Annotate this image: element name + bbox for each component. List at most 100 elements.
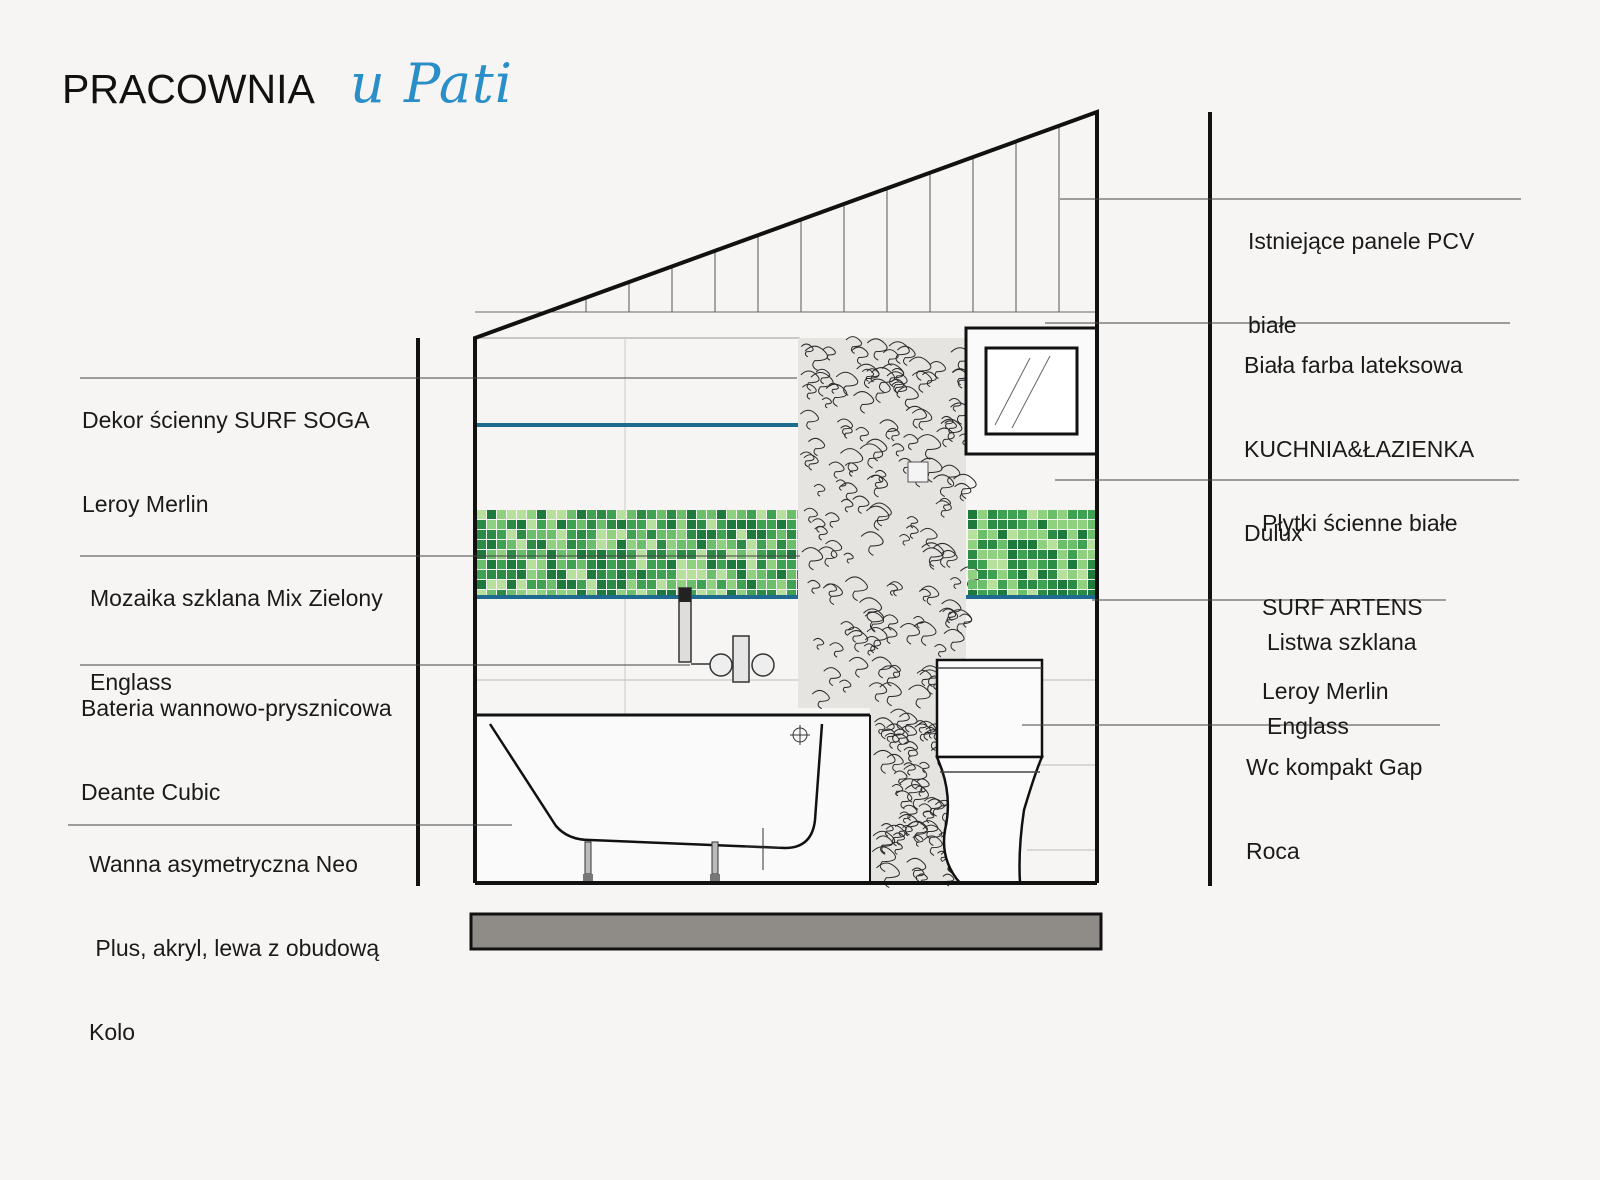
label-decor-line1: Dekor ścienny SURF SOGA: [82, 407, 370, 433]
mosaic-tile: [767, 560, 776, 569]
mosaic-tile: [647, 570, 656, 579]
decor-swirl: [899, 623, 921, 645]
decor-swirl: [920, 527, 938, 547]
decor-swirl: [905, 525, 919, 540]
mosaic-tile: [978, 590, 987, 599]
decor-swirl: [859, 597, 882, 622]
decor-swirl: [889, 664, 901, 678]
decor-swirl: [893, 770, 908, 786]
mosaic-tile: [617, 550, 626, 559]
decor-swirl: [855, 427, 870, 442]
mosaic-tile: [567, 570, 576, 579]
mosaic-tile: [1008, 570, 1017, 579]
decor-swirl: [863, 608, 885, 632]
mosaic-tile: [727, 560, 736, 569]
mosaic-tile: [1008, 530, 1017, 539]
mosaic-tile: [717, 530, 726, 539]
mosaic-tile: [747, 590, 756, 599]
decor-swirl: [847, 630, 869, 653]
mosaic-tile: [978, 510, 987, 519]
mosaic-tile: [797, 540, 798, 549]
mosaic-tile: [1058, 580, 1067, 589]
mosaic-tile: [517, 590, 526, 599]
decor-swirl: [891, 733, 909, 752]
mosaic-tile: [747, 520, 756, 529]
decor-swirl: [940, 418, 963, 443]
mosaic-tile: [717, 520, 726, 529]
mosaic-tile: [487, 590, 496, 599]
mosaic-tile: [1058, 590, 1067, 599]
decor-swirl: [804, 345, 828, 371]
mosaic-tile: [517, 560, 526, 569]
mosaic-tile: [647, 560, 656, 569]
mosaic-tile: [497, 540, 506, 549]
mosaic-tile: [787, 510, 796, 519]
mosaic-tile: [1088, 550, 1096, 559]
mosaic-tile: [487, 580, 496, 589]
mosaic-tile: [677, 570, 686, 579]
decor-swirl: [886, 753, 904, 773]
mosaic-tile: [727, 520, 736, 529]
mosaic-tiles: [477, 510, 798, 599]
decor-swirl: [919, 761, 930, 773]
mosaic-tile: [647, 550, 656, 559]
decor-swirl: [899, 811, 911, 824]
mosaic-tile: [757, 550, 766, 559]
mosaic-tile: [517, 520, 526, 529]
mosaic-tile: [587, 570, 596, 579]
decor-swirl: [840, 425, 853, 439]
decor-swirl: [869, 502, 892, 527]
mosaic-tile: [597, 550, 606, 559]
label-tiles-line2: SURF ARTENS: [1262, 594, 1423, 620]
mosaic-tile: [978, 520, 987, 529]
mosaic-tile: [1018, 530, 1027, 539]
decor-swirl: [822, 583, 843, 606]
mosaic-tile: [1068, 530, 1077, 539]
mosaic-tile: [737, 510, 746, 519]
mosaic-tile: [1008, 580, 1017, 589]
mosaic-tile: [477, 510, 486, 519]
mosaic-tile: [1008, 550, 1017, 559]
mosaic-tile: [737, 520, 746, 529]
mosaic-tile: [597, 530, 606, 539]
mosaic-tile: [637, 510, 646, 519]
decor-swirl: [800, 409, 819, 431]
mosaic-tile: [537, 570, 546, 579]
decor-swirl: [898, 386, 919, 409]
decor-swirl: [874, 717, 895, 740]
bathtub-leg: [711, 841, 719, 875]
mosaic-tile: [677, 530, 686, 539]
mosaic-tile: [667, 520, 676, 529]
mosaic-tile: [747, 540, 756, 549]
mosaic-tile: [767, 510, 776, 519]
mosaic-tile: [617, 530, 626, 539]
mosaic-tile: [737, 570, 746, 579]
decor-swirl: [875, 835, 893, 854]
mosaic-tile: [988, 540, 997, 549]
mosaic-tile: [657, 510, 666, 519]
mosaic-tile: [1058, 550, 1067, 559]
wc-cistern: [935, 658, 1044, 759]
mosaic-tile: [777, 540, 786, 549]
mosaic-tile: [537, 530, 546, 539]
mosaic-tile: [477, 530, 486, 539]
decor-swirl: [918, 588, 931, 602]
mosaic-tile: [637, 570, 646, 579]
mosaic-tile: [557, 550, 566, 559]
page-title: PRACOWNIA: [62, 66, 315, 112]
mosaic-tile: [1048, 510, 1057, 519]
mosaic-tile: [537, 510, 546, 519]
decor-swirl: [823, 667, 841, 687]
decor-swirl: [879, 419, 899, 440]
mosaic-tile: [547, 540, 556, 549]
mosaic-tile: [717, 580, 726, 589]
label-paint-line1: Biała farba lateksowa: [1244, 352, 1463, 378]
mosaic-tile: [757, 540, 766, 549]
mosaic-tile: [998, 510, 1007, 519]
label-tiles-line1: Płytki ścienne białe: [1262, 510, 1458, 536]
label-tiles: Płytki ścienne białe SURF ARTENS Leroy M…: [1262, 453, 1458, 761]
mosaic-tile: [667, 530, 676, 539]
bathtub-foot: [583, 874, 593, 881]
mosaic-tile: [557, 570, 566, 579]
bathtub-foot: [710, 874, 720, 881]
